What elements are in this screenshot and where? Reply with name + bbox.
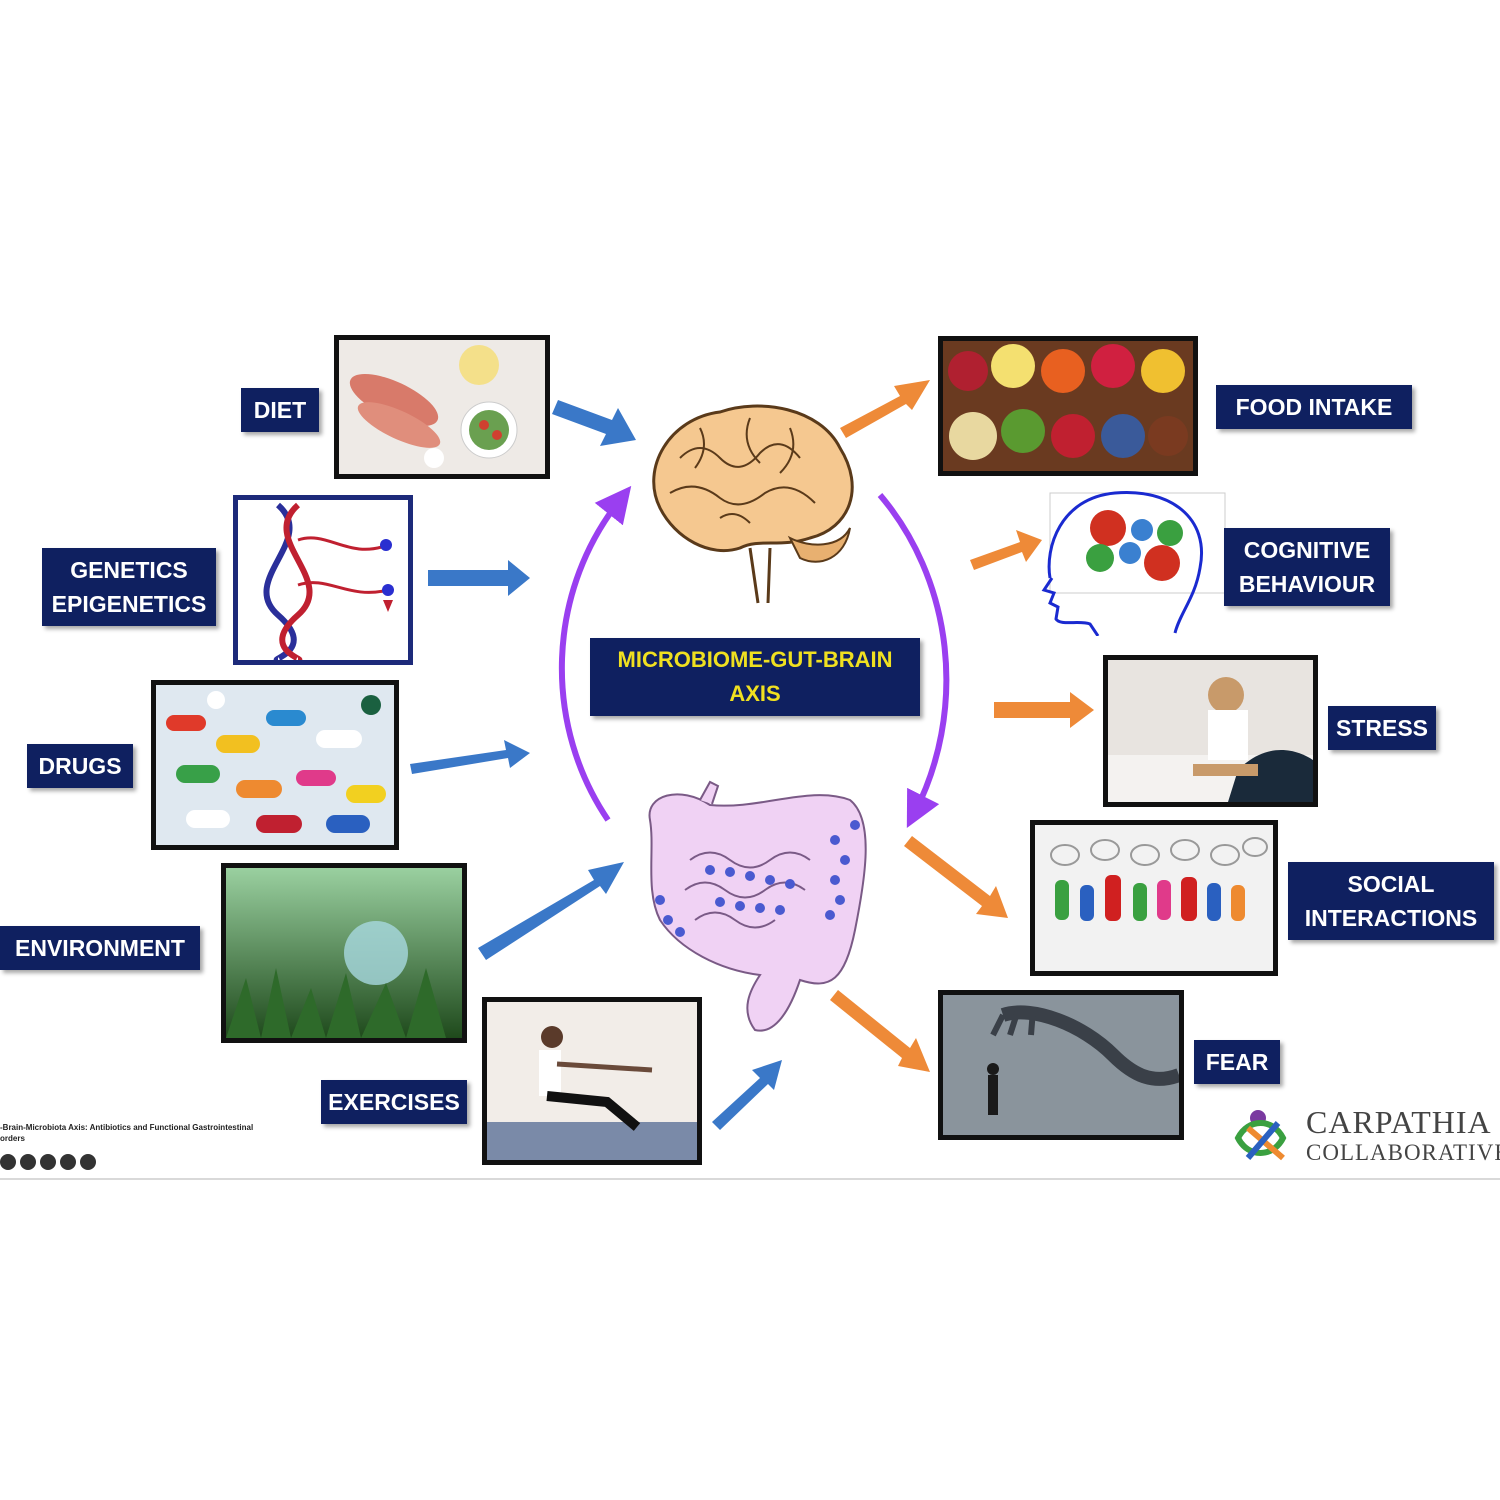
label-drugs-text: DRUGS <box>38 753 122 779</box>
logo-name-line1: CARPATHIA <box>1306 1104 1492 1140</box>
citation-text: -Brain-Microbiota Axis: Antibiotics and … <box>0 1122 253 1144</box>
arrow-social <box>904 836 1008 918</box>
logo-name-line2: COLLABORATIVE <box>1306 1140 1500 1165</box>
arrow-drugs <box>410 740 530 774</box>
label-cognitive-line2: BEHAVIOUR <box>1238 571 1376 597</box>
license-icon <box>0 1154 16 1170</box>
label-drugs: DRUGS <box>27 744 133 788</box>
label-food-intake-text: FOOD INTAKE <box>1235 394 1393 420</box>
label-cognitive-line1: COGNITIVE <box>1243 537 1371 563</box>
dna-photo <box>233 495 413 665</box>
label-genetics-line1: GENETICS <box>70 557 188 583</box>
label-diet: DIET <box>241 388 319 432</box>
label-diet-text: DIET <box>253 397 307 423</box>
label-exercises-text: EXERCISES <box>328 1089 460 1115</box>
label-environment: ENVIRONMENT <box>0 926 200 970</box>
arrow-exercises <box>712 1060 782 1130</box>
label-fear-text: FEAR <box>1205 1049 1269 1075</box>
more-icon[interactable] <box>60 1154 76 1170</box>
stress-photo <box>1103 655 1318 807</box>
arrow-environment <box>478 862 624 960</box>
label-social-line1: SOCIAL <box>1347 871 1435 897</box>
arrow-fear <box>830 990 930 1072</box>
citation-line2: orders <box>0 1134 25 1143</box>
label-exercises: EXERCISES <box>321 1080 467 1124</box>
arrow-diet <box>552 400 636 446</box>
food-intake-photo <box>938 336 1198 476</box>
output-arrows <box>830 380 1094 1072</box>
dna-icon <box>238 500 408 660</box>
brain-illustration <box>652 404 854 604</box>
label-environment-text: ENVIRONMENT <box>15 935 185 961</box>
arrow-cognitive <box>970 530 1042 570</box>
label-social-line2: INTERACTIONS <box>1304 905 1478 931</box>
cycle-arrow-left <box>558 485 632 822</box>
label-fear: FEAR <box>1194 1040 1280 1084</box>
label-stress-text: STRESS <box>1335 715 1429 741</box>
fear-photo <box>938 990 1184 1140</box>
cc-icon <box>40 1154 56 1170</box>
head-gears-icon <box>1041 490 1226 636</box>
arrow-food-intake <box>840 380 930 438</box>
label-food-intake: FOOD INTAKE <box>1216 385 1412 429</box>
exercises-photo <box>482 997 702 1165</box>
label-social-interactions: SOCIAL INTERACTIONS <box>1288 862 1494 940</box>
center-label-line1: MICROBIOME-GUT-BRAIN <box>617 647 893 672</box>
diet-photo <box>334 335 550 479</box>
center-label-line2: AXIS <box>729 681 781 706</box>
environment-photo <box>221 863 467 1043</box>
arrow-genetics <box>428 560 530 596</box>
next-icon[interactable] <box>80 1154 96 1170</box>
input-arrows <box>410 400 782 1130</box>
label-stress: STRESS <box>1328 706 1436 750</box>
gut-illustration <box>648 780 867 1032</box>
label-cognitive-behaviour: COGNITIVE BEHAVIOUR <box>1224 528 1390 606</box>
cycle-arrow-right <box>877 493 950 829</box>
social-interactions-photo <box>1030 820 1278 976</box>
center-label: MICROBIOME-GUT-BRAIN AXIS <box>590 638 920 716</box>
drugs-photo <box>151 680 399 850</box>
citation-icons <box>0 1154 96 1170</box>
person-icon <box>20 1154 36 1170</box>
label-genetics-epigenetics: GENETICS EPIGENETICS <box>42 548 216 626</box>
citation-line1: -Brain-Microbiota Axis: Antibiotics and … <box>0 1123 254 1132</box>
arrow-stress <box>994 692 1094 728</box>
carpathia-logo <box>1234 1110 1287 1161</box>
label-genetics-line2: EPIGENETICS <box>51 591 207 617</box>
